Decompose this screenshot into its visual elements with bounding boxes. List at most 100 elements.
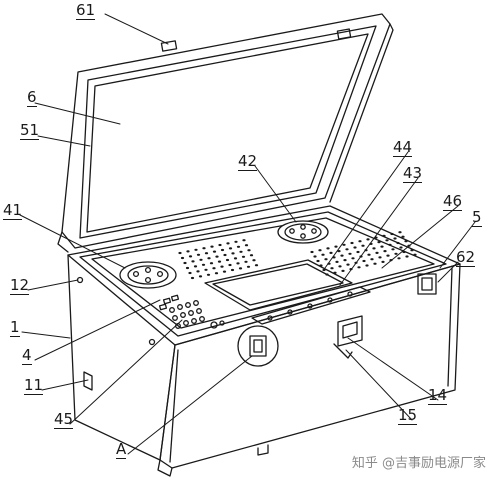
vent-hole — [228, 263, 232, 267]
vent-hole — [404, 240, 408, 243]
vent-hole — [335, 260, 339, 263]
vent-hole — [370, 258, 374, 261]
vent-hole — [188, 255, 193, 258]
vent-hole — [236, 245, 241, 248]
vent-hole — [353, 246, 357, 249]
vent-hole — [337, 250, 341, 253]
vent-hole — [390, 232, 394, 236]
vent-hole — [410, 249, 414, 252]
label-44: 44 — [393, 138, 413, 157]
vent-hole — [388, 243, 392, 246]
vent-hole — [186, 250, 190, 253]
vent-hole — [254, 264, 259, 267]
hinge-right — [336, 28, 352, 40]
lid — [57, 13, 394, 253]
label-51: 51 — [20, 121, 40, 140]
vent-hole — [386, 254, 390, 257]
vent-hole — [212, 250, 217, 253]
vent-hole — [391, 248, 395, 251]
vent-hole — [330, 267, 334, 270]
vent-hole — [380, 245, 384, 248]
vent-hole — [239, 250, 243, 253]
vent-hole — [351, 257, 355, 260]
vent-hole — [190, 276, 195, 280]
label-a: A — [116, 440, 127, 459]
leader-lines — [19, 13, 476, 455]
vent-hole — [348, 252, 352, 255]
label-46: 46 — [443, 192, 463, 211]
vent-hole — [238, 267, 243, 270]
label-45: 45 — [54, 410, 74, 429]
vent-hole — [252, 259, 256, 262]
vent-hole — [397, 257, 401, 260]
vent-hole — [220, 248, 225, 252]
vent-hole — [372, 247, 376, 250]
vent-hole — [214, 272, 219, 275]
vent-hole — [378, 256, 382, 259]
label-12: 12 — [10, 276, 30, 295]
vent-hole — [313, 255, 317, 258]
vent-hole — [346, 263, 350, 266]
label-15: 15 — [398, 406, 418, 425]
vent-hole — [341, 269, 345, 272]
vent-hole — [207, 257, 211, 260]
vent-hole — [316, 259, 320, 263]
vent-hole — [202, 247, 206, 250]
vent-hole — [321, 253, 325, 256]
vent-hole — [188, 271, 192, 275]
vent-hole — [220, 265, 224, 268]
vent-hole — [204, 252, 209, 255]
vent-hole — [362, 259, 366, 263]
vent-hole — [183, 261, 187, 265]
vent-hole — [217, 260, 222, 263]
vent-hole — [350, 241, 354, 245]
vent-hole — [241, 255, 246, 258]
vent-hole — [244, 260, 248, 263]
vent-hole — [318, 249, 322, 252]
vent-hole — [399, 246, 403, 249]
vent-hole — [361, 244, 365, 247]
label-62: 62 — [456, 248, 476, 267]
vent-hole — [385, 239, 389, 242]
vent-hole — [413, 253, 417, 256]
vent-hole — [338, 265, 342, 268]
connector-a — [249, 335, 267, 357]
vent-hole — [228, 247, 233, 250]
vent-hole — [377, 241, 381, 244]
vent-hole — [196, 270, 200, 273]
vent-hole — [405, 255, 409, 258]
vent-hole — [225, 258, 230, 262]
vent-hole — [198, 275, 203, 278]
vent-hole — [249, 254, 254, 257]
label-42: 42 — [238, 152, 258, 171]
vent-hole — [201, 263, 206, 266]
vent-hole — [324, 258, 328, 261]
vent-hole — [206, 273, 211, 276]
vent-hole — [230, 268, 235, 272]
vent-hole — [319, 264, 323, 267]
vent-hole — [178, 251, 182, 255]
label-4: 4 — [22, 346, 32, 365]
label-1: 1 — [10, 318, 20, 337]
vent-hole — [343, 259, 347, 262]
label-61: 61 — [76, 1, 96, 20]
vent-hole — [401, 235, 405, 238]
port-14 — [337, 315, 363, 347]
vent-hole — [246, 265, 251, 268]
vent-hole — [358, 240, 362, 243]
vent-hole — [322, 268, 326, 272]
vent-hole — [185, 266, 190, 270]
keypad — [158, 294, 205, 329]
vent-hole — [310, 250, 314, 254]
vent-hole — [223, 253, 227, 257]
vent-hole — [234, 240, 238, 243]
vent-hole — [212, 267, 216, 270]
vent-hole — [196, 253, 201, 256]
vent-hole — [218, 243, 222, 247]
vent-hole — [180, 256, 185, 260]
vent-hole — [222, 270, 227, 273]
vent-hole — [326, 247, 330, 250]
label-11: 11 — [24, 376, 44, 395]
vent-hole — [209, 262, 214, 265]
